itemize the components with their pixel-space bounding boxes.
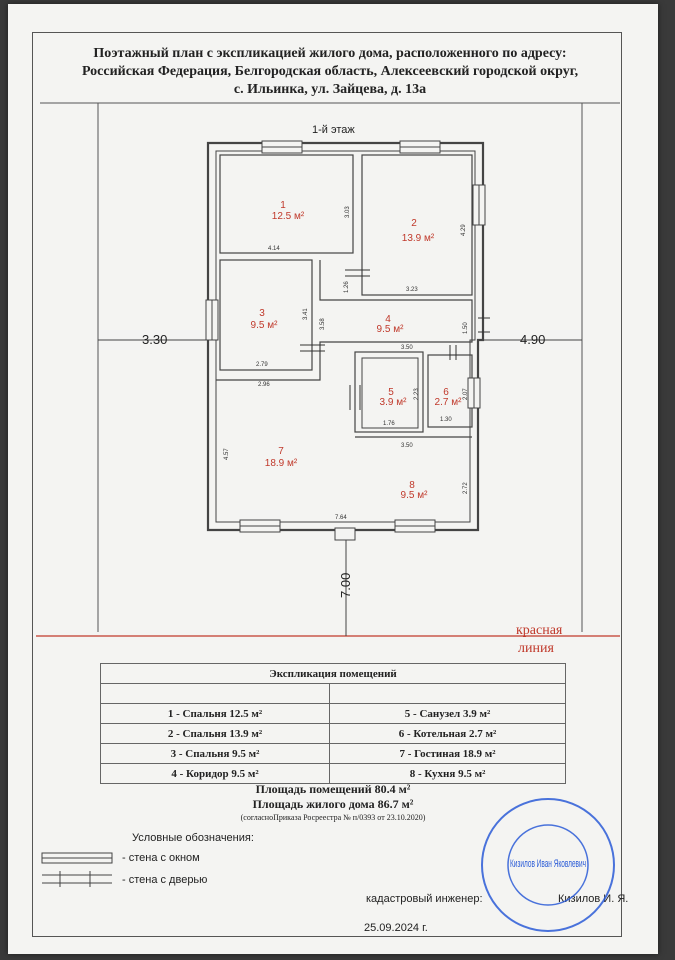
area-note: (согласноПриказа Росреестра № п/0393 от … <box>240 813 426 822</box>
explication-cell: 6 - Котельная 2.7 м² <box>329 723 566 744</box>
explication-title: Экспликация помещений <box>100 663 566 684</box>
explication-cell: 2 - Спальня 13.9 м² <box>99 723 331 744</box>
explication-table: Экспликация помещений 1 - Спальня 12.5 м… <box>99 663 566 784</box>
title-line-1: Поэтажный план с экспликацией жилого дом… <box>93 46 567 61</box>
explication-cell: 3 - Спальня 9.5 м² <box>99 743 331 764</box>
title-line-2: Российская Федерация, Белгородская облас… <box>81 64 579 79</box>
room-5-area: 3.9 м² <box>380 397 408 408</box>
room-1-area: 12.5 м² <box>272 211 305 222</box>
explication-cell: 5 - Санузел 3.9 м² <box>329 703 566 724</box>
dim-2-07: 2.07 <box>463 388 469 400</box>
room-1-num: 1 <box>280 200 286 211</box>
legend-door: - стена с дверью <box>122 874 208 886</box>
legend-window: - стена с окном <box>122 852 200 864</box>
dim-3-50-a: 3.50 <box>401 345 413 351</box>
room-4-area: 9.5 м² <box>377 324 405 335</box>
dim-3-03: 3.03 <box>345 206 351 218</box>
bottom-distance: 7.00 <box>338 573 353 598</box>
dim-4-57: 4.57 <box>224 448 230 460</box>
room-6-num: 6 <box>443 387 449 398</box>
legend-title: Условные обозначения: <box>132 832 254 844</box>
dim-3-50-b: 3.50 <box>401 443 413 449</box>
explication-cell: 7 - Гостиная 18.9 м² <box>329 743 566 764</box>
room-2-area: 13.9 м² <box>402 233 435 244</box>
dim-1-30: 1.30 <box>440 417 452 423</box>
stamp-text: Кизилов Иван Яковлевич <box>510 858 586 870</box>
area-house: Площадь жилого дома 86.7 м² <box>252 797 414 811</box>
floor-label: 1-й этаж <box>312 124 355 136</box>
dim-2-96: 2.96 <box>258 382 270 388</box>
document-sheet <box>8 4 658 954</box>
dim-4-14: 4.14 <box>268 246 280 252</box>
dim-1-50: 1.50 <box>463 322 469 334</box>
engineer-label: кадастровый инженер: <box>366 893 483 905</box>
room-8-num: 8 <box>409 480 415 491</box>
area-rooms: Площадь помещений 80.4 м² <box>255 782 411 796</box>
stamp: Кизилов Иван Яковлевич <box>481 798 615 932</box>
room-5-num: 5 <box>388 387 394 398</box>
room-7-area: 18.9 м² <box>265 458 298 469</box>
dim-2-79: 2.79 <box>256 362 268 368</box>
dim-3-41: 3.41 <box>303 308 309 320</box>
legend-symbols <box>41 852 113 887</box>
left-distance: 3.30 <box>142 332 167 347</box>
room-2-num: 2 <box>411 218 417 229</box>
dim-3-23: 3.23 <box>406 287 418 293</box>
room-3-area: 9.5 м² <box>251 320 279 331</box>
explication-cell: 8 - Кухня 9.5 м² <box>329 763 566 784</box>
explication-cell: 4 - Коридор 9.5 м² <box>99 763 331 784</box>
date: 25.09.2024 г. <box>364 922 428 934</box>
red-line-label-2: линия <box>518 641 554 656</box>
right-distance: 4.90 <box>520 332 545 347</box>
room-7-num: 7 <box>278 446 284 457</box>
explication-cell: 1 - Спальня 12.5 м² <box>99 703 331 724</box>
dim-4-29: 4.29 <box>461 224 467 236</box>
dim-2-23: 2.23 <box>414 388 420 400</box>
room-3-num: 3 <box>259 308 265 319</box>
title-line-3: с. Ильинка, ул. Зайцева, д. 13а <box>233 82 427 97</box>
red-line-label-1: красная <box>516 623 563 638</box>
dim-3-58: 3.58 <box>320 318 326 330</box>
page-frame <box>32 32 622 937</box>
dim-2-72: 2.72 <box>463 482 469 494</box>
room-4-num: 4 <box>385 314 391 325</box>
dim-1-26: 1.26 <box>344 281 350 293</box>
room-6-area: 2.7 м² <box>435 397 463 408</box>
dim-1-76: 1.76 <box>383 421 395 427</box>
dim-7-64: 7.64 <box>335 515 347 521</box>
room-8-area: 9.5 м² <box>401 490 429 501</box>
engineer-name: Кизилов И. Я. <box>558 893 629 905</box>
